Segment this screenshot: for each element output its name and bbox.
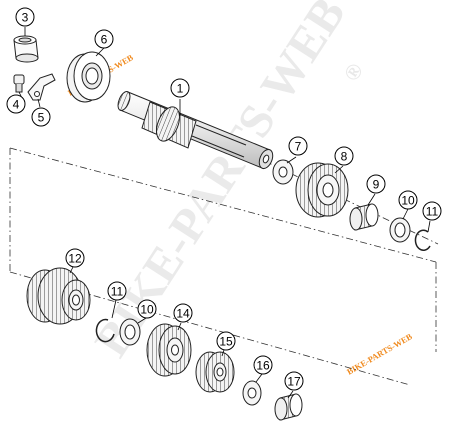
callout-5: 5 — [31, 107, 51, 127]
callout-11-lower: 11 — [107, 281, 127, 301]
callout-10: 10 — [398, 190, 418, 210]
callout-14: 14 — [173, 303, 193, 323]
lock-plate-part — [27, 73, 56, 101]
callout-3: 3 — [15, 7, 35, 27]
thrust-washer-16-part — [242, 380, 262, 406]
callout-17: 17 — [284, 371, 304, 391]
callout-10-lower: 10 — [137, 299, 157, 319]
svg-text:3: 3 — [22, 11, 29, 25]
callout-6: 6 — [94, 29, 114, 49]
screw-part — [13, 74, 25, 93]
svg-text:4: 4 — [13, 98, 20, 112]
svg-text:8: 8 — [341, 150, 348, 164]
retaining-ring-11-lower-part — [95, 318, 115, 343]
bushing-part — [13, 35, 39, 63]
callout-11: 11 — [422, 201, 442, 221]
thrust-washer-part — [272, 159, 294, 185]
svg-text:15: 15 — [219, 335, 233, 349]
svg-text:17: 17 — [287, 375, 301, 389]
svg-text:10: 10 — [140, 303, 154, 317]
svg-text:12: 12 — [68, 252, 82, 266]
callout-7: 7 — [288, 136, 308, 156]
svg-text:6: 6 — [101, 33, 108, 47]
svg-text:10: 10 — [401, 194, 415, 208]
bearing-part — [66, 51, 111, 103]
watermark-registered-mark: ® — [338, 58, 368, 85]
stop-washer-10-lower-part — [119, 318, 141, 346]
double-gear-part — [26, 267, 91, 325]
svg-text:1: 1 — [177, 82, 184, 96]
gear-15-part — [195, 351, 235, 393]
svg-text:7: 7 — [295, 140, 302, 154]
callout-8: 8 — [334, 146, 354, 166]
watermark: BIKE-PARTS-WEB ® BIKE-PARTS-WEB BIKE-PAR… — [66, 0, 414, 377]
svg-text:11: 11 — [111, 285, 124, 299]
callout-9: 9 — [366, 174, 386, 194]
leader-lines — [18, 27, 431, 399]
svg-text:11: 11 — [426, 205, 439, 219]
svg-text:16: 16 — [256, 359, 270, 373]
gear-8-part — [295, 162, 349, 218]
svg-text:5: 5 — [38, 111, 45, 125]
callout-16: 16 — [253, 355, 273, 375]
retaining-ring-11-part — [414, 229, 431, 251]
callout-1: 1 — [170, 78, 190, 98]
callout-12: 12 — [65, 248, 85, 268]
needle-bearing-17-part — [274, 393, 303, 421]
callout-15: 15 — [216, 331, 236, 351]
needle-bearing-9-part — [349, 203, 379, 231]
gear-14-part — [146, 323, 192, 377]
main-shaft-part — [117, 91, 274, 170]
svg-text:9: 9 — [373, 178, 380, 192]
stop-washer-10-part — [389, 217, 411, 243]
callout-4: 4 — [6, 94, 26, 114]
svg-text:14: 14 — [176, 307, 190, 321]
